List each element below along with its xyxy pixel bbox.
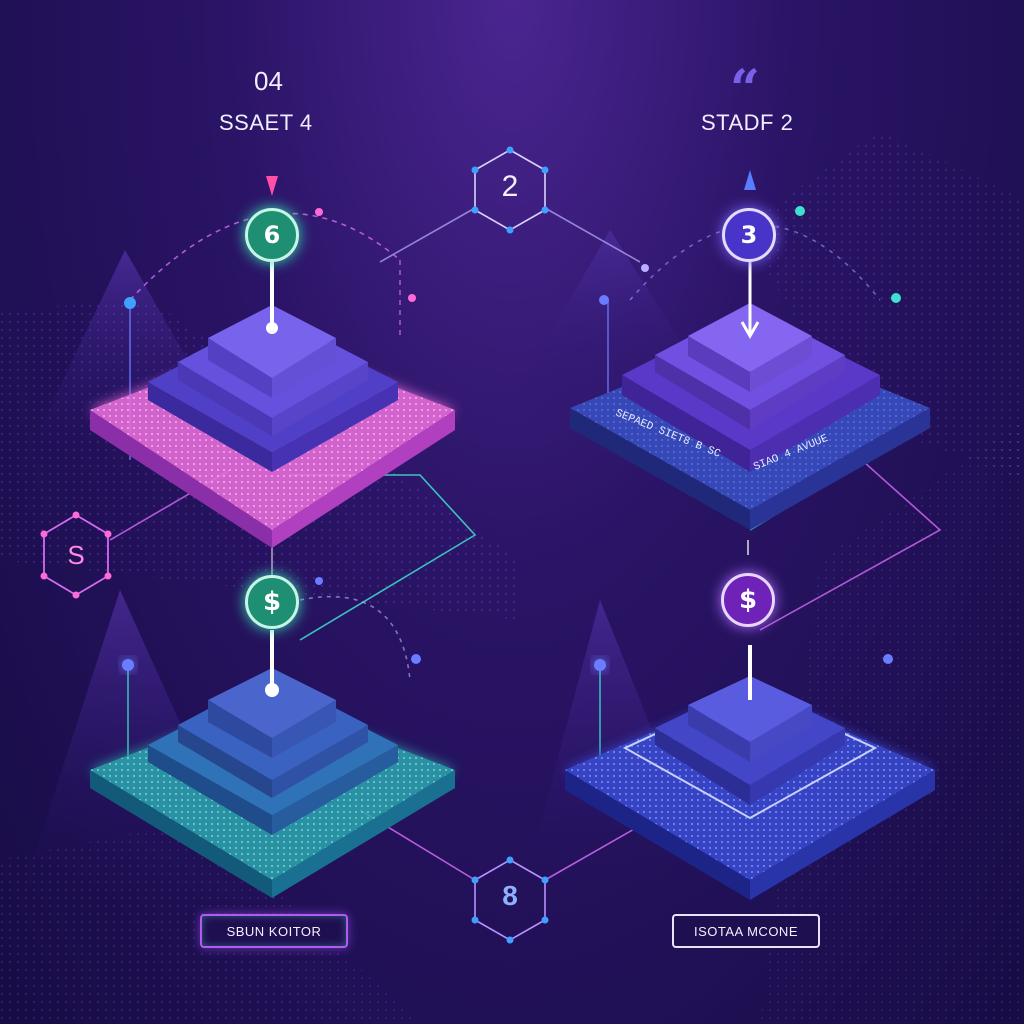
hexagon-label-top: 2 — [501, 170, 519, 203]
platform-top-left — [90, 176, 455, 548]
dollar-icon-left: $ — [245, 575, 299, 629]
step-badge-top-right: 3 — [722, 208, 776, 262]
platform-bottom-left — [90, 630, 455, 898]
accent-dots — [122, 206, 901, 671]
platform-top-right — [570, 170, 930, 530]
hexagon-node-bottom — [471, 856, 549, 944]
stage-right-title: STADF 2 — [701, 110, 794, 135]
hexagon-label-bottom: 8 — [502, 880, 518, 911]
hexagon-node-top — [471, 146, 549, 234]
stage-left-title: SSAET 4 — [219, 110, 313, 135]
hexagon-label-left: S — [67, 540, 85, 570]
step-badge-top-left: 6 — [245, 208, 299, 262]
platform-bottom-right — [565, 645, 935, 900]
left-action-button[interactable]: SBUN KOITOR — [200, 914, 348, 948]
quote-icon: “ — [730, 59, 760, 120]
right-action-button[interactable]: ISOTAA MCONE — [672, 914, 820, 948]
stage-left-number: 04 — [254, 66, 283, 96]
dollar-icon-right: $ — [721, 573, 775, 627]
hexagon-node-left — [40, 511, 112, 599]
